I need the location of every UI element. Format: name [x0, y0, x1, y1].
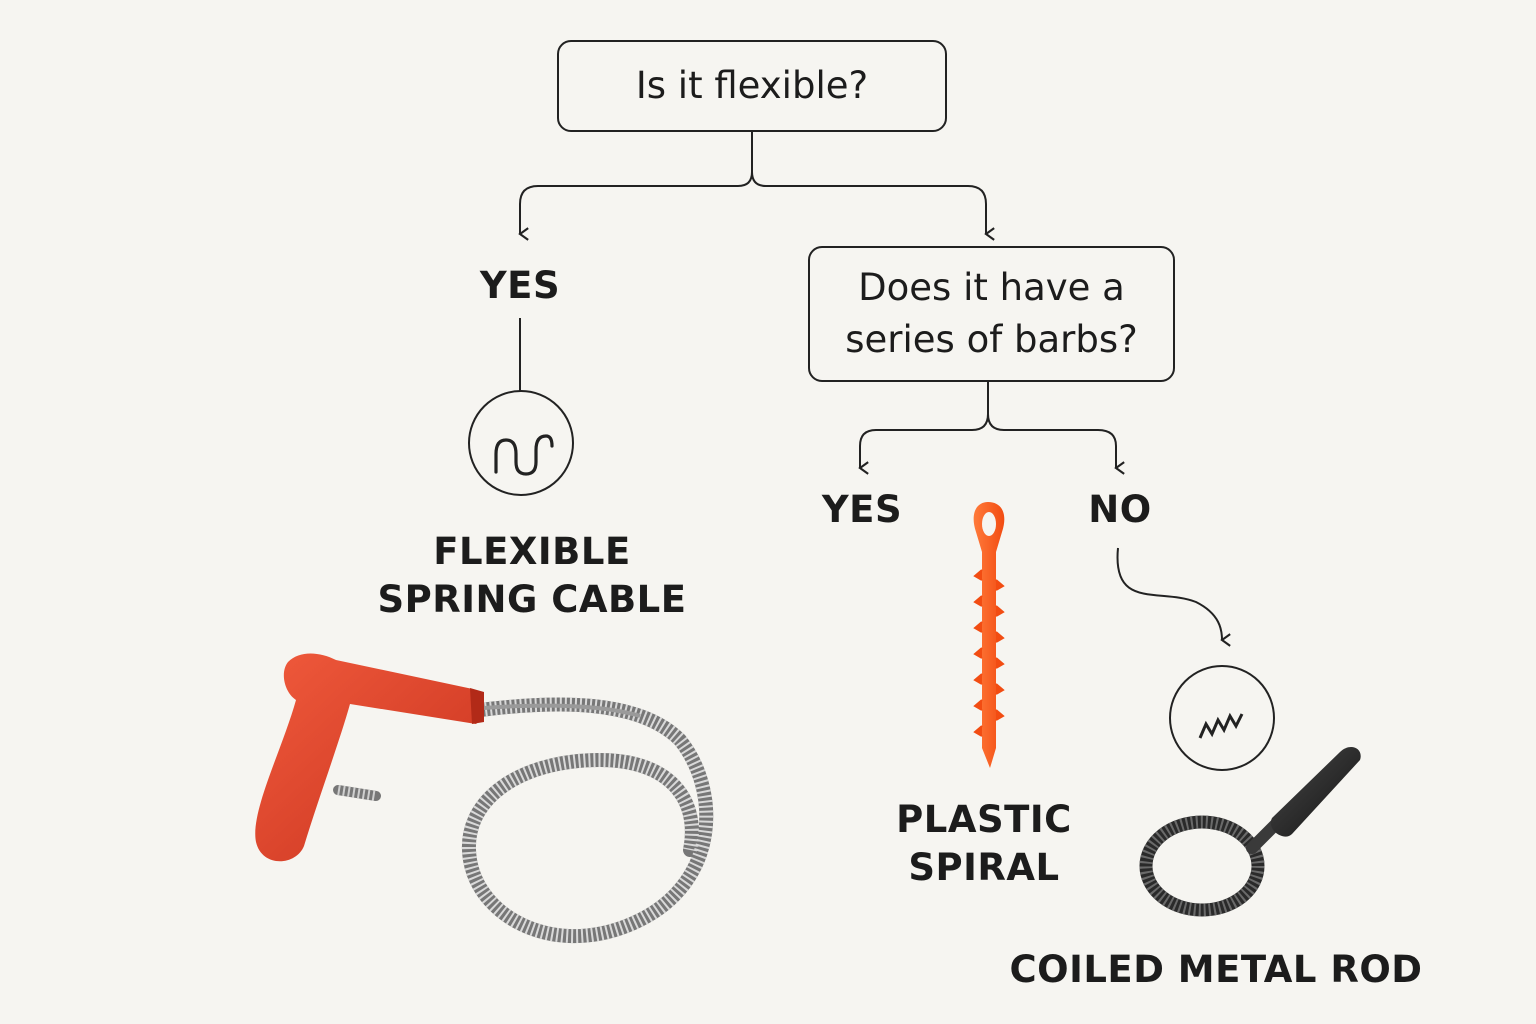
question-1-text: Is it flexible?	[635, 64, 869, 107]
result-flexible-line-2: SPRING CABLE	[377, 578, 687, 621]
branch-1-yes-label: YES	[479, 264, 561, 307]
flexible-spring-cable-illustration	[255, 653, 714, 943]
branch-2-no-label: NO	[1088, 488, 1152, 531]
branch-2-connectors	[858, 382, 1231, 647]
branch-1-connectors	[518, 132, 995, 392]
result-flexible-line-1: FLEXIBLE	[433, 530, 631, 573]
result-plastic-line-1: PLASTIC	[896, 798, 1072, 841]
result-flexible-spring-cable: FLEXIBLE SPRING CABLE	[360, 528, 704, 624]
question-is-it-flexible: Is it flexible?	[557, 40, 947, 132]
question-2-line-1: Does it have a	[858, 266, 1125, 309]
coiled-metal-rod-illustration	[1139, 746, 1361, 917]
result-plastic-spiral: PLASTIC SPIRAL	[868, 796, 1100, 892]
plastic-spiral-illustration	[973, 502, 1005, 768]
branch-2-yes-label: YES	[821, 488, 903, 531]
result-coiled-metal-rod: COILED METAL ROD	[1009, 948, 1423, 991]
spring-coil-icon	[468, 390, 574, 496]
result-plastic-line-2: SPIRAL	[908, 846, 1060, 889]
question-2-line-2: series of barbs?	[845, 318, 1138, 361]
question-has-barbs: Does it have a series of barbs?	[808, 246, 1175, 382]
zigzag-icon	[1169, 665, 1275, 771]
